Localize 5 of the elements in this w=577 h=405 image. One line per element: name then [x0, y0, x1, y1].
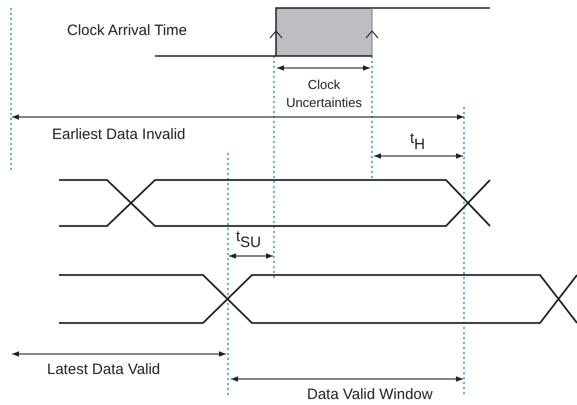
dimension-label: Clock Uncertainties	[285, 76, 363, 112]
dimension-label: Earliest Data Invalid	[52, 126, 186, 143]
dimension-label: Data Valid Window	[307, 386, 433, 403]
dimension-label: Latest Data Valid	[47, 361, 160, 378]
signal-label: Clock Arrival Time	[67, 22, 188, 39]
